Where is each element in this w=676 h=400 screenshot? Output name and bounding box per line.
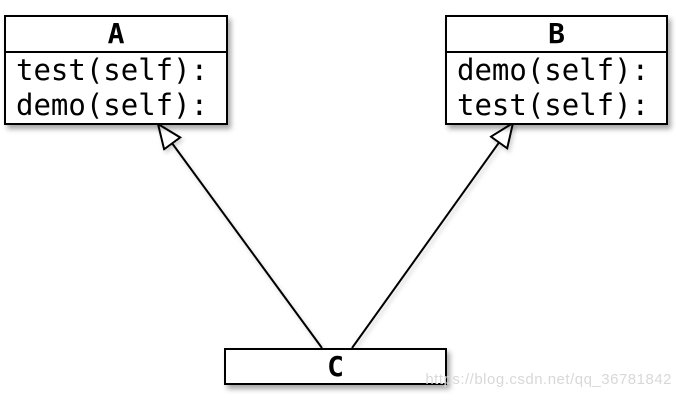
class-a-method-2: demo(self): xyxy=(16,88,209,122)
class-b-title: B xyxy=(447,17,666,53)
class-a-title: A xyxy=(6,17,226,53)
class-b-methods: demo(self): test(self): xyxy=(447,53,666,123)
class-b-method-1: demo(self): xyxy=(457,53,650,87)
inheritance-arrow-c-to-b xyxy=(351,123,513,349)
class-c-title: C xyxy=(327,350,344,383)
class-box-c: C xyxy=(224,348,447,385)
class-b-method-2: test(self): xyxy=(457,88,650,122)
inheritance-arrow-c-to-a xyxy=(158,124,323,349)
class-a-method-1: test(self): xyxy=(16,53,209,87)
class-box-b: B demo(self): test(self): xyxy=(445,15,668,125)
class-box-a: A test(self): demo(self): xyxy=(4,15,228,125)
class-a-methods: test(self): demo(self): xyxy=(6,53,226,123)
watermark-text: https://blog.csdn.net/qq_36781842 xyxy=(425,371,672,388)
